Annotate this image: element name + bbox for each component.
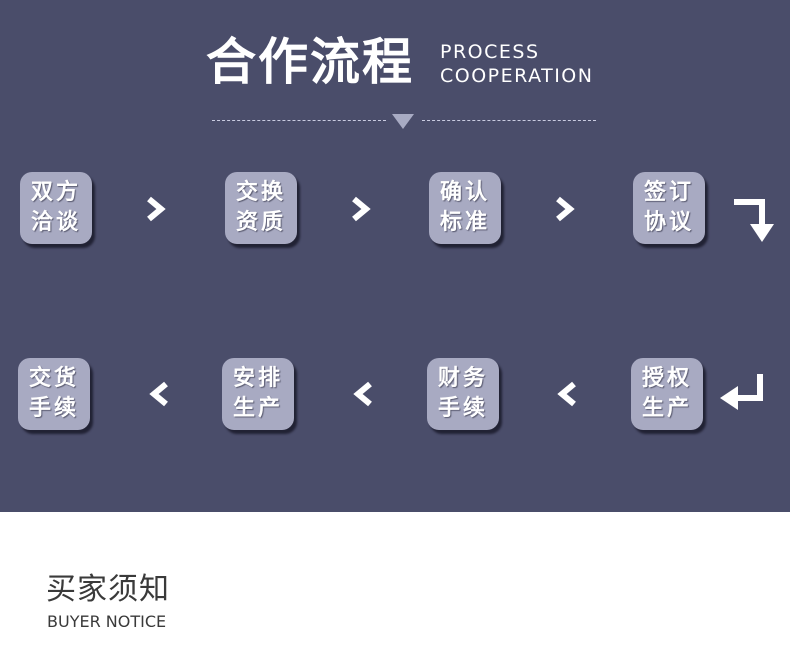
subtitle-line-1: PROCESS [440,41,540,63]
step-confirm-standard: 确认 标准 [429,172,501,244]
chevron-right-icon [144,196,168,222]
step-label-line-2: 生产 [232,396,283,421]
step-label-line-2: 标准 [439,210,490,235]
step-exchange-qualification: 交换 资质 [225,172,297,244]
chevron-left-icon [147,381,171,407]
step-label-line-1: 安排 [232,366,283,391]
step-label-line-2: 手续 [28,396,79,421]
step-label-line-2: 生产 [641,396,692,421]
chevron-left-icon [351,381,375,407]
process-panel: 合作流程 PROCESS COOPERATION 双方 洽谈 交换 资质 确认 … [0,0,790,512]
step-label-line-2: 协议 [643,210,694,235]
turn-down-arrow-icon [732,196,776,244]
triangle-down-icon [392,114,414,129]
step-label-line-1: 签订 [643,180,694,205]
page-title: 合作流程 [206,33,414,91]
step-label-line-1: 财务 [437,366,488,391]
step-delivery-procedures: 交货 手续 [18,358,90,430]
step-label-line-1: 授权 [641,366,692,391]
step-label-line-1: 交货 [28,366,79,391]
step-sign-agreement: 签订 协议 [633,172,705,244]
step-finance-procedures: 财务 手续 [427,358,499,430]
chevron-right-icon [553,196,577,222]
subtitle-line-2: COOPERATION [440,65,594,87]
buyer-notice-subtitle: BUYER NOTICE [47,612,167,631]
step-authorize-production: 授权 生产 [631,358,703,430]
step-label-line-2: 洽谈 [30,210,81,235]
chevron-right-icon [349,196,373,222]
step-label-line-2: 资质 [235,210,286,235]
buyer-notice-title: 买家须知 [46,572,170,607]
divider-left [212,120,386,121]
step-negotiation: 双方 洽谈 [20,172,92,244]
step-label-line-1: 确认 [439,180,490,205]
step-label-line-1: 交换 [235,180,286,205]
chevron-left-icon [555,381,579,407]
turn-left-arrow-icon [718,372,766,416]
step-label-line-1: 双方 [30,180,81,205]
page-subtitle: PROCESS COOPERATION [440,40,593,88]
step-arrange-production: 安排 生产 [222,358,294,430]
divider-right [422,120,596,121]
step-label-line-2: 手续 [437,396,488,421]
